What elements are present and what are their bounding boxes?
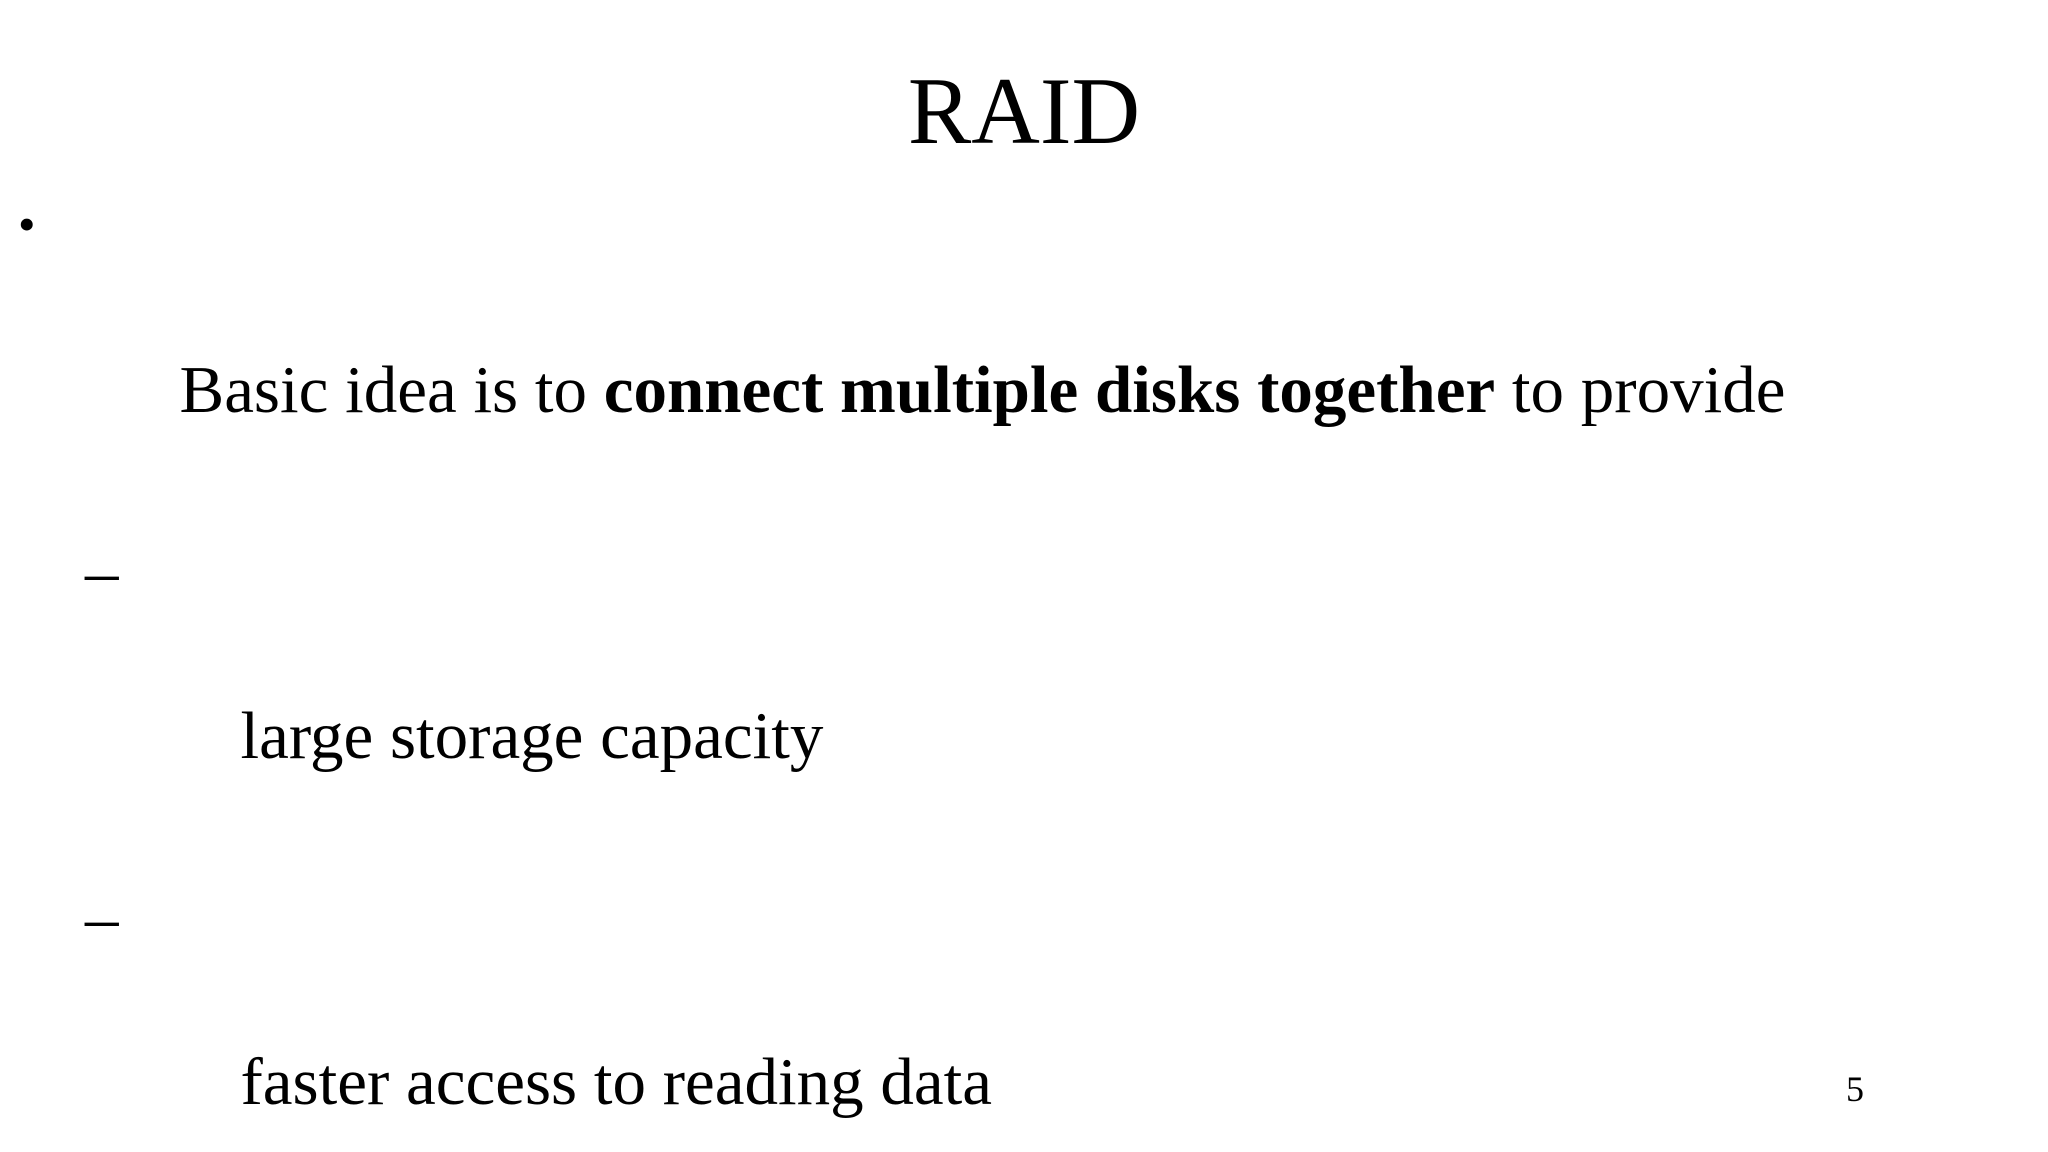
text-run: faster access to reading data	[240, 1045, 993, 1119]
sub-bullet-item-faster-access: – faster access to reading data	[0, 877, 2048, 1152]
text-run: large storage capacity	[240, 699, 824, 773]
bullet-text: Basic idea is to connect multiple disks …	[180, 353, 1786, 427]
bullet-item-basic-idea: • Basic idea is to connect multiple disk…	[0, 185, 2048, 513]
text-run: to provide	[1495, 353, 1786, 427]
slide-body: • Basic idea is to connect multiple disk…	[0, 185, 2048, 1152]
bullet-dot-icon: •	[18, 196, 36, 252]
dash-icon: –	[85, 881, 119, 955]
slide-page-number: 5	[1846, 1069, 1864, 1109]
bold-text-run: connect multiple disks together	[603, 353, 1496, 427]
slide-title: RAID	[907, 58, 1141, 164]
sub-bullet-text: faster access to reading data	[241, 1045, 993, 1119]
text-run: Basic idea is to	[179, 353, 604, 427]
sub-bullet-text: large storage capacity	[241, 699, 824, 773]
dash-icon: –	[85, 535, 119, 609]
sub-bullet-item-large-storage: – large storage capacity	[0, 531, 2048, 859]
